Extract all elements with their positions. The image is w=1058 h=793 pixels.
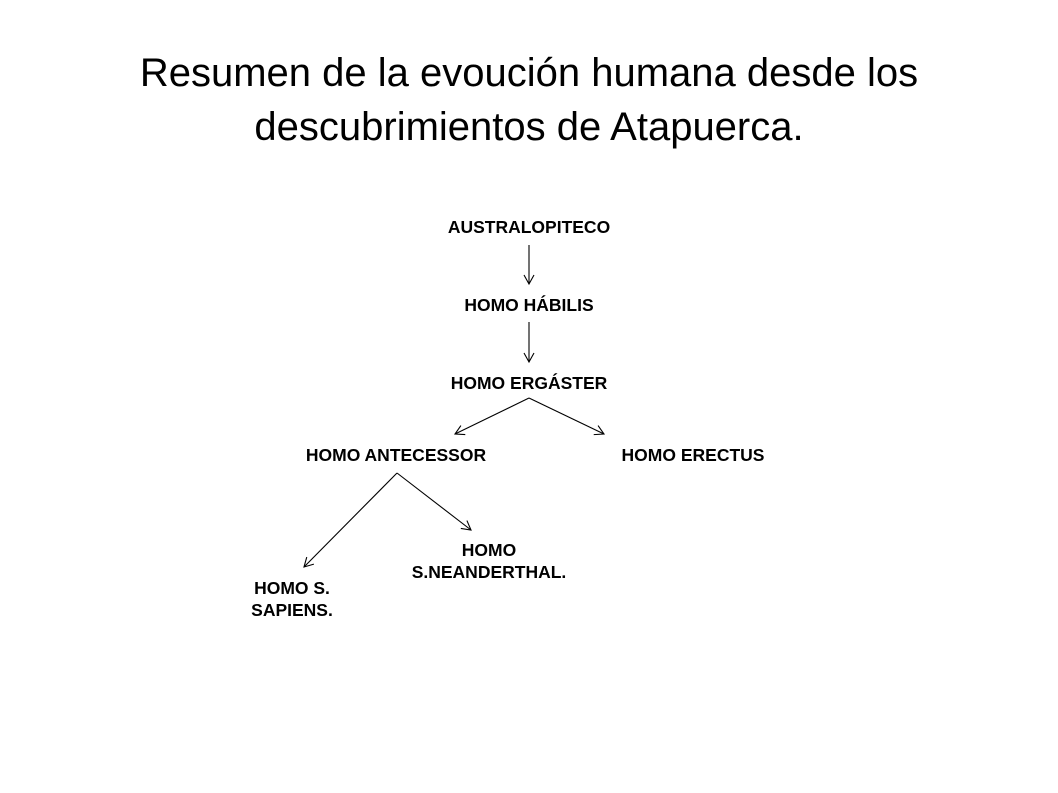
arrow-ergaster-to-antecessor: [453, 397, 530, 436]
node-australopiteco: AUSTRALOPITECO: [447, 217, 611, 237]
node-homo-habilis: HOMO HÁBILIS: [464, 295, 594, 315]
node-homo-neanderthal-line-2: S.NEANDERTHAL.: [411, 562, 567, 582]
node-homo-neanderthal-line-1: HOMO: [461, 540, 517, 560]
arrow-antecessor-to-sapiens: [303, 472, 398, 568]
slide-title-line-1: Resumen de la evoución humana desde los: [139, 51, 919, 95]
node-homo-erectus: HOMO ERECTUS: [621, 445, 765, 465]
node-homo-antecessor: HOMO ANTECESSOR: [305, 445, 487, 465]
node-homo-ergaster: HOMO ERGÁSTER: [450, 373, 608, 393]
slide-title-line-2: descubrimientos de Atapuerca.: [254, 105, 804, 149]
node-homo-sapiens-line-2: SAPIENS.: [251, 600, 333, 620]
arrow-antecessor-to-neanderthal: [396, 472, 472, 531]
arrow-ergaster-to-erectus: [528, 397, 606, 436]
node-homo-sapiens-line-1: HOMO S.: [254, 578, 330, 598]
node-homo-sapiens: HOMO S. SAPIENS.: [142, 577, 442, 621]
node-homo-neanderthal: HOMO S.NEANDERTHAL.: [339, 539, 639, 583]
slide-title: Resumen de la evoución humana desde los …: [0, 46, 1058, 154]
